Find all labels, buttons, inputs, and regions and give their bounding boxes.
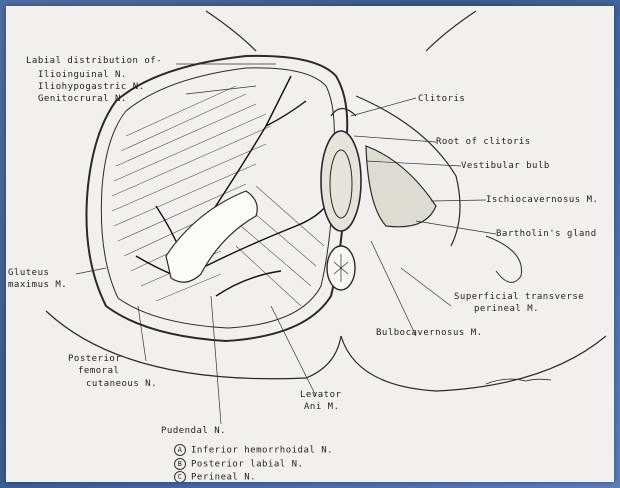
legend-key-a: A [174, 444, 186, 456]
legend-row-c: C Perineal N. [174, 471, 256, 482]
nerve-branch-6 [216, 271, 281, 296]
label-vestibular-bulb: Vestibular bulb [461, 161, 550, 172]
label-ilioinguinal: Ilioinguinal N. [38, 70, 127, 81]
artist-signature [486, 379, 551, 384]
vestibule [321, 131, 361, 231]
label-root-of-clitoris: Root of clitoris [436, 137, 531, 148]
label-genitocrural: Genitocrural N. [38, 94, 127, 105]
label-post-femoral-line2: femoral [78, 366, 119, 377]
label-bulbocavernosus: Bulbocavernosus M. [376, 328, 483, 339]
label-gluteus-line1: Gluteus [8, 268, 49, 279]
legend-label-c: Perineal N. [191, 473, 256, 483]
legend-row-a: A Inferior hemorrhoidal N. [174, 444, 333, 456]
label-superficial-line1: Superficial transverse [454, 292, 584, 303]
right-buttock-outline [341, 336, 606, 391]
label-ischiocavernosus: Ischiocavernosus M. [486, 195, 598, 206]
top-contour-left [206, 11, 256, 51]
label-post-femoral-line3: cutaneous N. [86, 379, 157, 390]
label-superficial-line2: perineal M. [474, 304, 539, 315]
pudendal-bundle [166, 191, 257, 282]
label-pudendal: Pudendal N. [161, 426, 226, 437]
label-iliohypogastric: Iliohypogastric N. [38, 82, 145, 93]
legend-row-b: B Posterior labial N. [174, 458, 303, 470]
label-labial-distribution: Labial distribution of- [26, 56, 162, 67]
legend-key-c: C [174, 471, 186, 482]
curl-right [486, 236, 522, 282]
legend-label-a: Inferior hemorrhoidal N. [191, 446, 333, 456]
label-clitoris: Clitoris [418, 94, 465, 105]
diagram-frame: Labial distribution of- Ilioinguinal N. … [6, 6, 614, 482]
top-contour-right [426, 11, 476, 51]
label-levator-line2: Ani M. [304, 402, 340, 413]
label-levator-line1: Levator [300, 390, 341, 401]
legend-key-b: B [174, 458, 186, 470]
label-post-femoral-line1: Posterior [68, 354, 121, 365]
ischiocavernosus-wedge [366, 146, 436, 227]
label-gluteus-line2: maximus M. [8, 280, 67, 291]
clitoris-region [331, 109, 356, 117]
label-bartholins-gland: Bartholin's gland [496, 229, 597, 240]
legend-label-b: Posterior labial N. [191, 460, 303, 470]
